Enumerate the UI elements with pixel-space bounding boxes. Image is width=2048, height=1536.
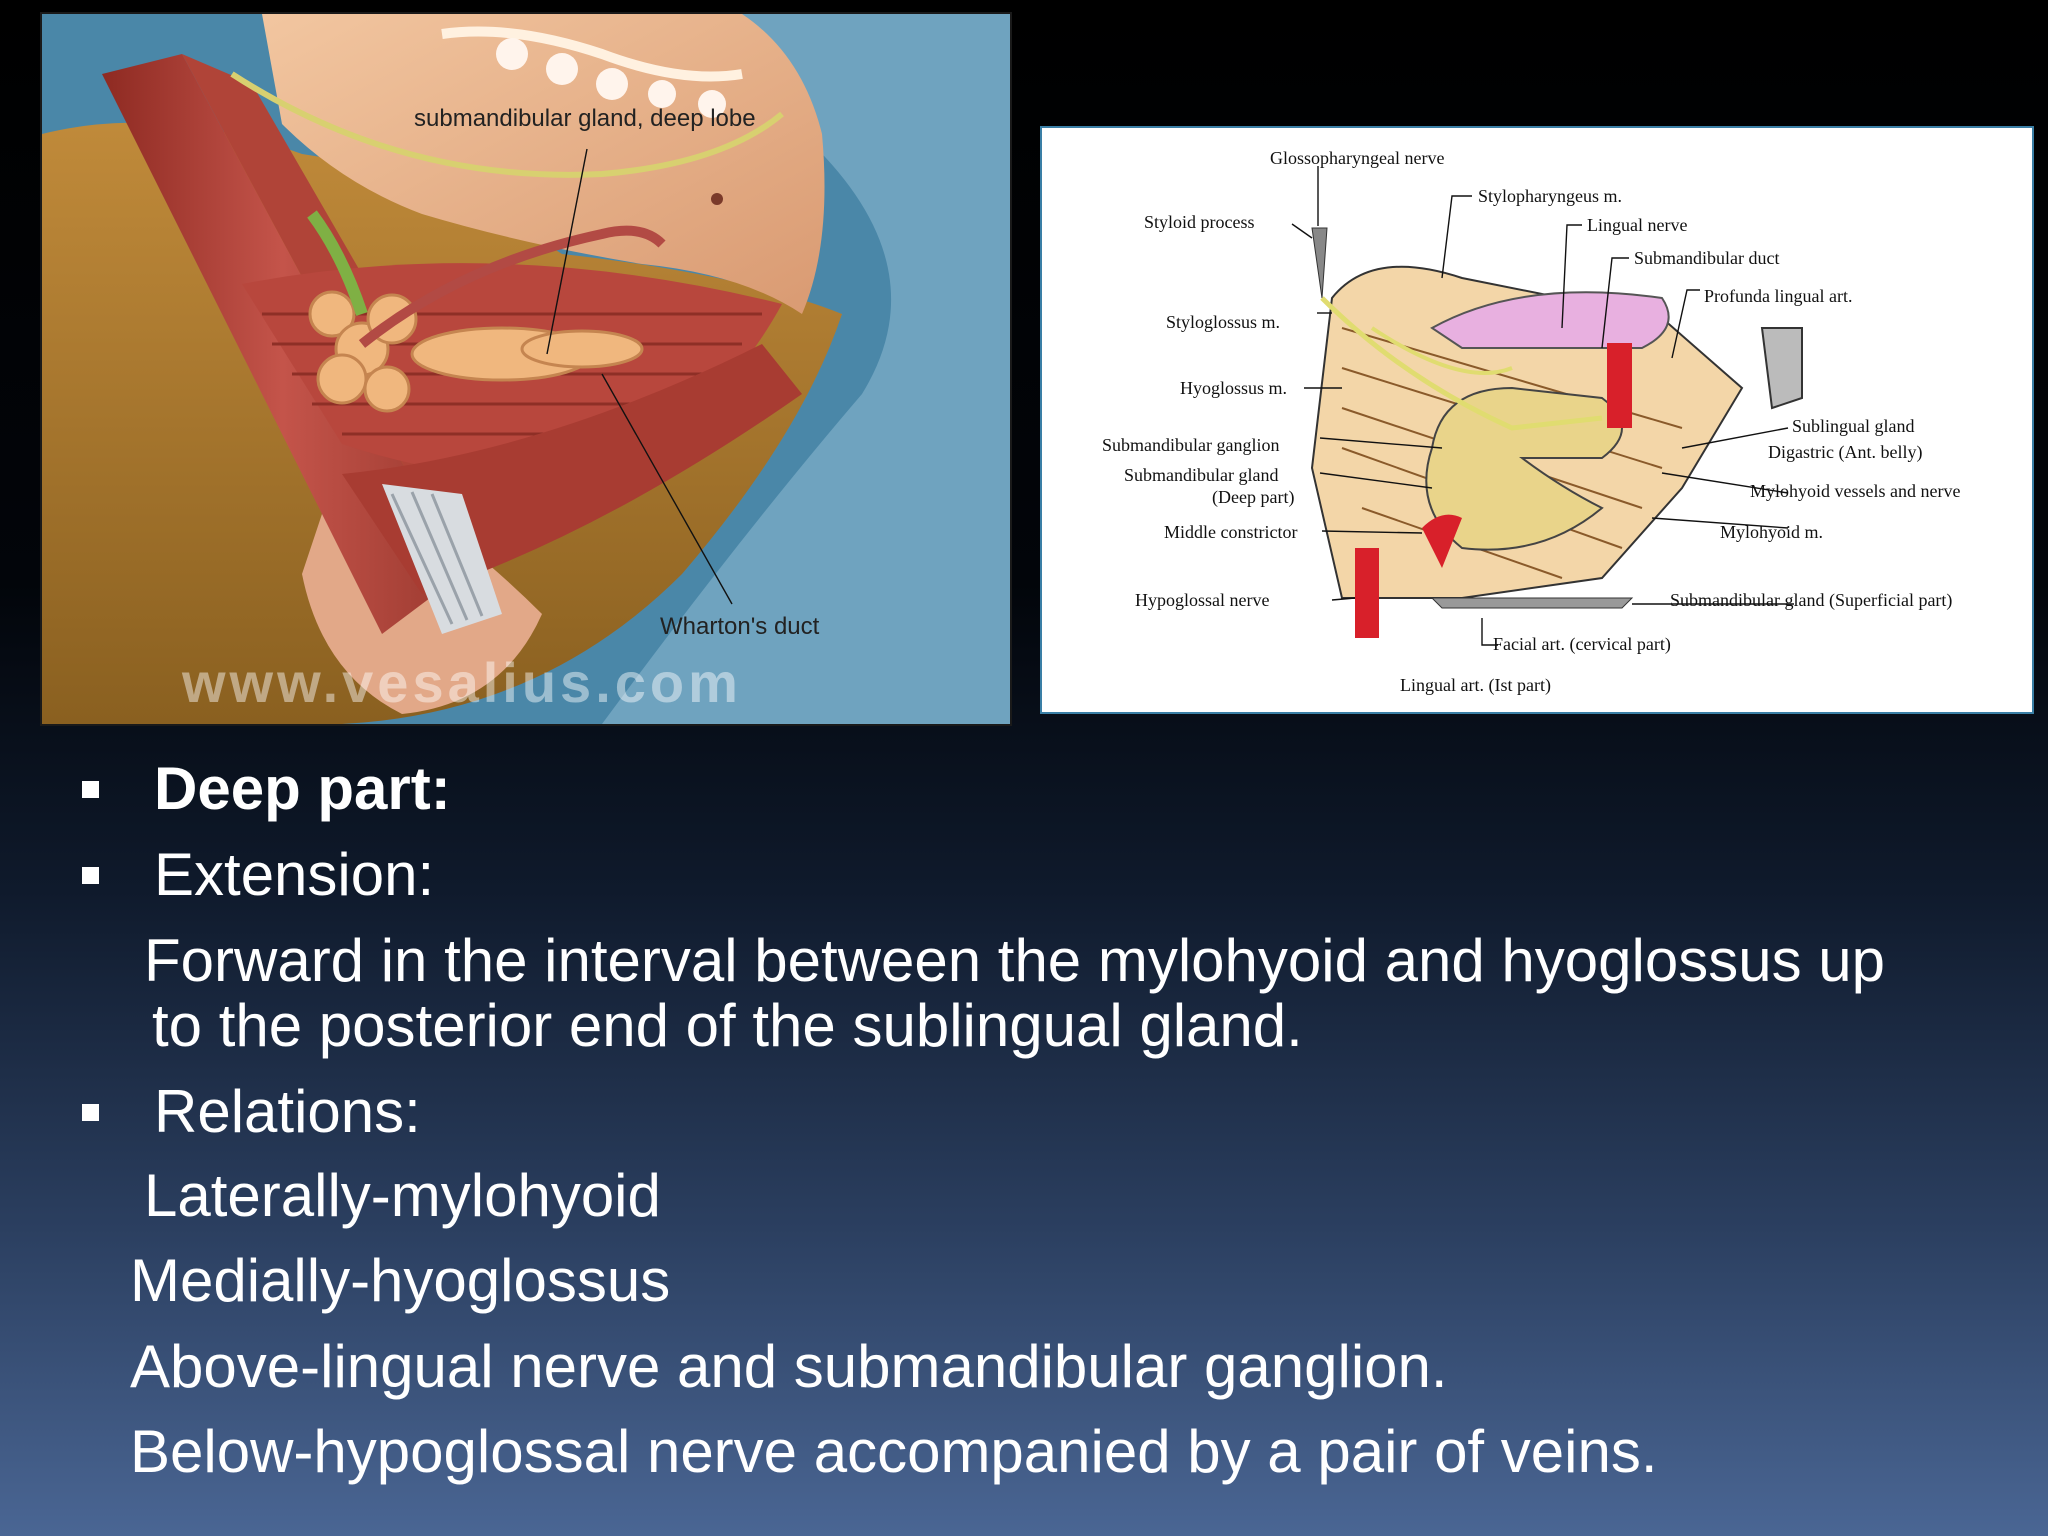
relation-lateral: Laterally-mylohyoid: [144, 1162, 661, 1229]
label-submandibular-duct: Submandibular duct: [1634, 248, 1779, 268]
label-whartons-duct: Wharton's duct: [660, 613, 820, 640]
label-mylohyoid-vessels: Mylohyoid vessels and nerve: [1750, 481, 1960, 501]
label-submandibular-ganglion: Submandibular ganglion: [1102, 435, 1279, 455]
bullet-marker: [82, 867, 99, 884]
bullet-marker: [82, 1104, 99, 1121]
relation-medial: Medially-hyoglossus: [130, 1247, 671, 1314]
extension-text-line-1: Forward in the interval between the mylo…: [144, 927, 1885, 994]
label-digastric: Digastric (Ant. belly): [1768, 442, 1922, 463]
relations-label: Relations:: [154, 1078, 421, 1145]
label-sublingual-gland: Sublingual gland: [1792, 416, 1915, 436]
label-hyoglossus: Hyoglossus m.: [1180, 378, 1287, 398]
label-lingual-art: Lingual art. (Ist part): [1400, 675, 1551, 696]
watermark: www.vesalius.com: [181, 651, 742, 714]
illustration-drawing: submandibular gland, deep lobe Wharton's…: [42, 14, 1010, 724]
diagram-drawing: Glossopharyngeal nerve Styloid process S…: [1102, 148, 1960, 696]
label-stylopharyngeus: Stylopharyngeus m.: [1478, 186, 1622, 206]
label-deep-part: (Deep part): [1212, 487, 1294, 508]
extension-text-line-2: to the posterior end of the sublingual g…: [152, 992, 1303, 1059]
extension-label: Extension:: [154, 841, 435, 908]
submandibular-anatomy-illustration: submandibular gland, deep lobe Wharton's…: [40, 12, 1012, 726]
label-facial-art: Facial art. (cervical part): [1493, 634, 1671, 655]
labeled-anatomy-diagram: Glossopharyngeal nerve Styloid process S…: [1040, 126, 2034, 714]
label-deep-lobe: submandibular gland, deep lobe: [414, 105, 756, 132]
label-styloglossus: Styloglossus m.: [1166, 312, 1280, 332]
bullet-marker: [82, 781, 99, 798]
label-styloid: Styloid process: [1144, 212, 1255, 232]
relation-below: Below-hypoglossal nerve accompanied by a…: [130, 1418, 1658, 1485]
label-glossopharyngeal: Glossopharyngeal nerve: [1270, 148, 1444, 168]
label-mylohyoid: Mylohyoid m.: [1720, 522, 1823, 542]
heading-deep-part: Deep part:: [154, 755, 451, 822]
label-submandibular-gland-deep: Submandibular gland: [1124, 465, 1278, 485]
relation-above: Above-lingual nerve and submandibular ga…: [130, 1333, 1448, 1400]
label-profunda: Profunda lingual art.: [1704, 286, 1852, 306]
label-hypoglossal: Hypoglossal nerve: [1135, 590, 1269, 610]
label-middle-constrictor: Middle constrictor: [1164, 522, 1297, 542]
label-lingual-nerve: Lingual nerve: [1587, 215, 1687, 235]
label-superficial-part: Submandibular gland (Superficial part): [1670, 590, 1952, 611]
